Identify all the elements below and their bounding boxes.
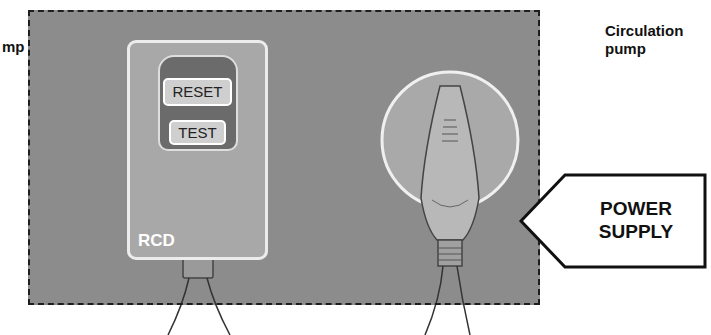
- plug-sleeve-ribs: [438, 248, 462, 260]
- plug-grip-ridges: [442, 120, 458, 141]
- reset-button: RESET: [163, 78, 232, 106]
- rcd-cable: [168, 278, 189, 335]
- rcd-label: RCD: [138, 231, 175, 251]
- rcd-cable: [207, 278, 230, 335]
- pump-area-ground: [28, 10, 540, 305]
- plug-sleeve: [438, 240, 462, 266]
- button-label: TEST: [178, 124, 216, 142]
- plug-cable: [425, 266, 443, 335]
- partial-label: mp: [2, 38, 25, 55]
- button-label: RESET: [172, 83, 222, 101]
- rcd-housing: RCD RESET TEST: [127, 40, 268, 260]
- region-heading: Circulation pump: [605, 22, 705, 58]
- dashed-region: Circulation pumpRCDRESETTEST: [28, 10, 540, 305]
- power-plug: [421, 86, 479, 240]
- plug-cable: [457, 266, 470, 335]
- block-arrow: POWER SUPPLY: [518, 172, 708, 270]
- test-button: TEST: [169, 120, 226, 145]
- block-arrow-shape: [521, 175, 705, 267]
- arrow-label: POWER SUPPLY: [570, 198, 702, 244]
- plug-shading: [432, 200, 468, 207]
